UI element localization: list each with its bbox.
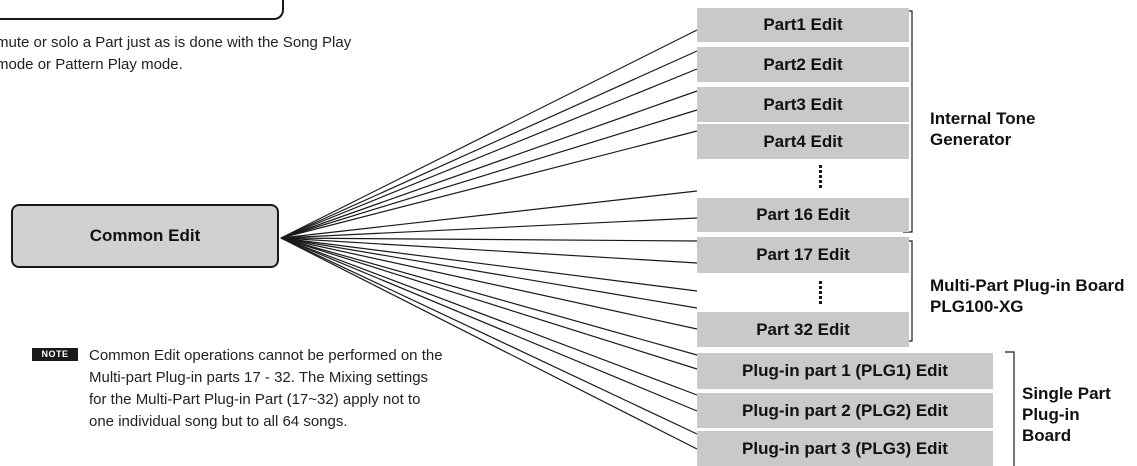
ellipsis-dot xyxy=(819,185,822,188)
note-text: Common Edit operations cannot be perform… xyxy=(89,347,443,430)
ellipsis-dot xyxy=(819,281,822,284)
ellipsis-dot xyxy=(819,301,822,304)
ellipsis-dot xyxy=(819,165,822,168)
connector-line xyxy=(280,109,698,239)
ellipsis-dot xyxy=(819,286,822,289)
connector-line xyxy=(280,237,698,370)
part2-edit-box: Part2 Edit xyxy=(697,47,909,82)
part1-edit-box: Part1 Edit xyxy=(697,8,909,42)
connector-line xyxy=(280,50,698,239)
group-label-internal: Internal Tone Generator xyxy=(930,109,1036,149)
connector-line xyxy=(280,237,698,264)
part17-edit-box: Part 17 Edit xyxy=(697,237,909,273)
connector-line xyxy=(280,237,698,330)
part32-edit-box: Part 32 Edit xyxy=(697,312,909,347)
connector-line xyxy=(280,237,698,356)
group-label-multi: Multi-Part Plug-in Board PLG100-XG xyxy=(930,276,1125,316)
connector-line xyxy=(280,90,698,239)
ellipsis-dot xyxy=(819,291,822,294)
group-label-single: Single Part Plug-in Board xyxy=(1022,384,1111,445)
connector-line xyxy=(280,29,698,239)
connector-line xyxy=(280,237,698,435)
connector-line xyxy=(280,237,698,242)
common-edit-box: Common Edit xyxy=(11,204,279,268)
ellipsis-dot xyxy=(819,296,822,299)
connector-line xyxy=(280,237,698,450)
connector-line xyxy=(280,237,698,396)
plugin-part2-edit-box: Plug-in part 2 (PLG2) Edit xyxy=(697,393,993,428)
connector-line xyxy=(280,217,698,239)
part4-edit-box: Part4 Edit xyxy=(697,124,909,159)
connector-line xyxy=(280,130,698,239)
intro-text: mute or solo a Part just as is done with… xyxy=(0,34,352,73)
connector-line xyxy=(280,190,698,239)
connector-line xyxy=(280,237,698,309)
ellipsis-dot xyxy=(819,170,822,173)
plugin-part1-edit-box: Plug-in part 1 (PLG1) Edit xyxy=(697,353,993,389)
connector-line xyxy=(280,237,698,292)
plugin-part3-edit-box: Plug-in part 3 (PLG3) Edit xyxy=(697,431,993,466)
part16-edit-box: Part 16 Edit xyxy=(697,198,909,232)
connector-line xyxy=(280,237,698,412)
part3-edit-box: Part3 Edit xyxy=(697,87,909,122)
connector-line xyxy=(280,68,698,239)
group-bracket xyxy=(1005,351,1015,466)
header-box-fragment xyxy=(0,0,284,20)
ellipsis-dot xyxy=(819,175,822,178)
ellipsis-dot xyxy=(819,180,822,183)
note-icon: NOTE xyxy=(32,348,78,361)
